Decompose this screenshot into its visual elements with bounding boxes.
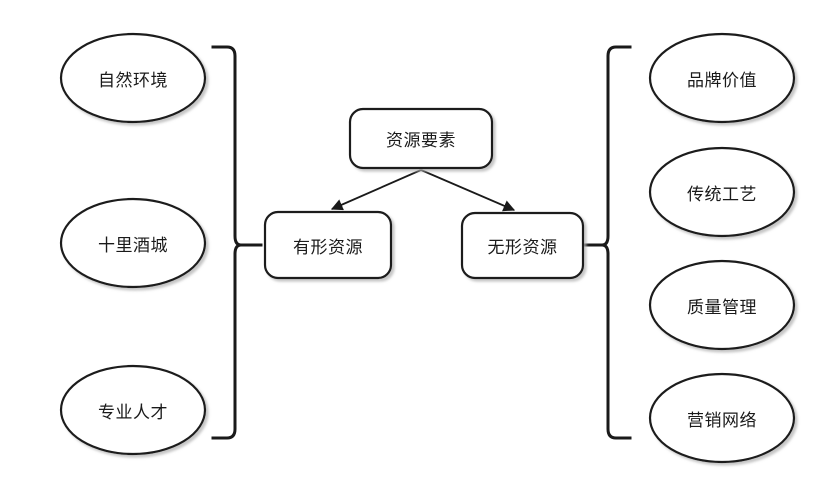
- node-box-resource-elements[interactable]: [348, 107, 494, 170]
- node-ellipse-professional-talent[interactable]: [59, 364, 207, 456]
- brace-right: [581, 45, 632, 440]
- node-ellipse-quality-management[interactable]: [648, 259, 796, 351]
- brace-left: [211, 45, 263, 440]
- node-ellipse-traditional-craft[interactable]: [648, 146, 796, 238]
- node-ellipse-brand-value[interactable]: [648, 32, 796, 124]
- node-ellipse-natural-environment[interactable]: [59, 32, 207, 124]
- node-box-tangible-resources[interactable]: [263, 210, 393, 280]
- node-ellipse-wine-city[interactable]: [59, 197, 207, 289]
- arrow-root-to-tangible: [330, 169, 422, 211]
- node-box-intangible-resources[interactable]: [460, 211, 585, 280]
- arrow-root-to-intangible: [420, 169, 516, 212]
- node-ellipse-marketing-network[interactable]: [648, 372, 796, 464]
